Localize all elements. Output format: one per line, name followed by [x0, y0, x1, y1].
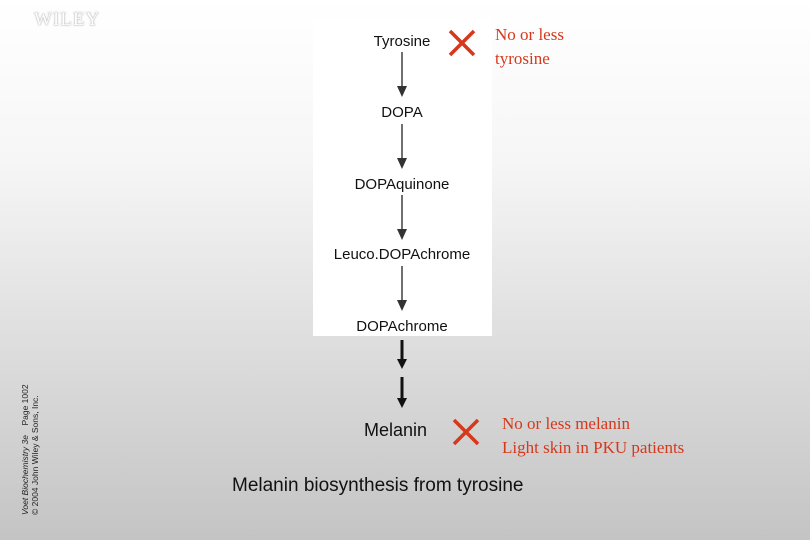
note-tyrosine-line-1: No or less — [495, 25, 564, 44]
note-melanin-line-1: No or less melanin — [502, 414, 630, 433]
step-leucodopachrome: Leuco.DOPAchrome — [333, 246, 471, 263]
slide-title: Melanin biosynthesis from tyrosine — [232, 475, 524, 496]
arrow-tyrosine-to-dopa — [397, 52, 407, 97]
note-tyrosine-line-2: tyrosine — [495, 49, 550, 68]
caption-line-1: Voet Biochemistry 3e Page 1002 — [20, 384, 30, 515]
arrow-dopa-to-dopaquinone — [397, 124, 407, 169]
copyright-caption: Voet Biochemistry 3e Page 1002 © 2004 Jo… — [20, 384, 40, 515]
step-tyrosine: Tyrosine — [373, 33, 431, 50]
step-dopa: DOPA — [381, 104, 423, 121]
arrow-dopaquinone-to-leucodopachrome — [397, 195, 407, 240]
note-no-tyrosine: No or less tyrosine — [495, 23, 564, 71]
step-dopaquinone: DOPAquinone — [354, 176, 450, 193]
caption-page: Page 1002 — [20, 384, 30, 426]
caption-line-2: © 2004 John Wiley & Sons, Inc. — [30, 395, 40, 515]
product-melanin: Melanin — [364, 420, 428, 440]
wiley-logo-text: WILEY — [34, 9, 101, 30]
cross-melanin-icon — [452, 418, 480, 446]
wiley-logo: WILEY — [12, 9, 101, 30]
arrow-leucodopachrome-to-dopachrome — [397, 266, 407, 311]
note-no-melanin: No or less melanin Light skin in PKU pat… — [502, 412, 684, 460]
wiley-seal-icon — [12, 11, 30, 29]
step-dopachrome: DOPAchrome — [356, 318, 448, 335]
arrow-dopachrome-down-2 — [397, 377, 407, 408]
note-melanin-line-2: Light skin in PKU patients — [502, 438, 685, 457]
arrow-dopachrome-down-1 — [397, 340, 407, 369]
caption-book: Voet Biochemistry 3e — [20, 435, 30, 515]
cross-tyrosine-icon — [448, 29, 476, 57]
